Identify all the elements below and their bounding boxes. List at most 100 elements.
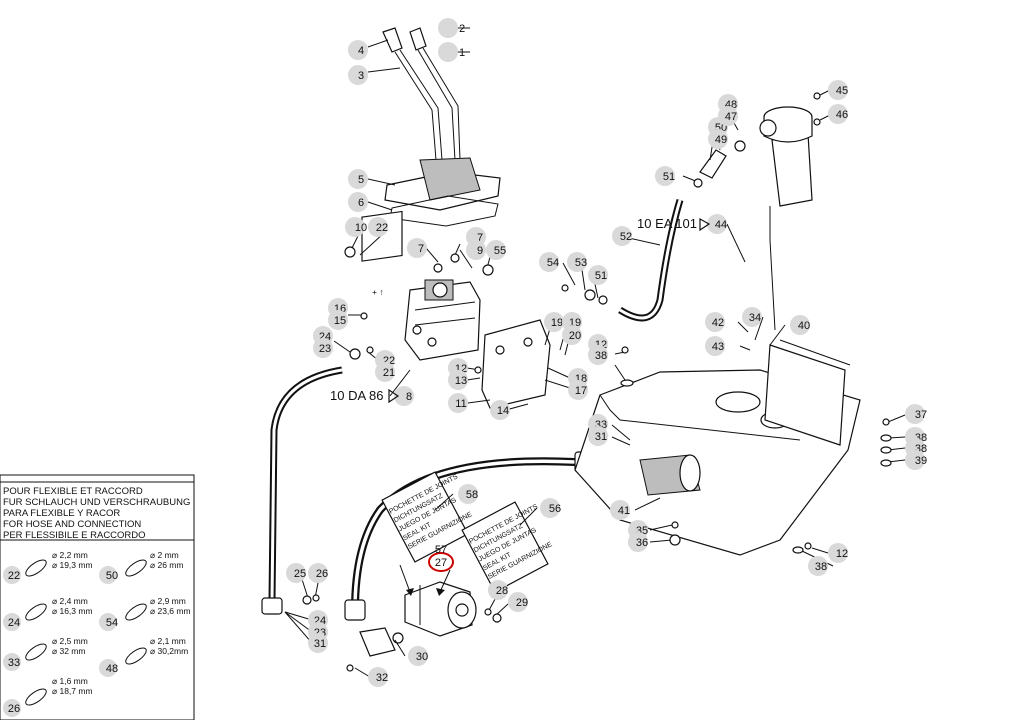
- callout-11: 11: [448, 393, 468, 413]
- svg-text:1: 1: [459, 47, 465, 59]
- callout-21: 21: [375, 362, 395, 382]
- svg-text:19: 19: [551, 317, 563, 329]
- legend-item-22: 22 ⌀ 2,2 mm ⌀ 19,3 mm: [3, 550, 93, 584]
- callout-39: 39: [905, 450, 927, 470]
- svg-text:15: 15: [334, 315, 346, 327]
- callout-41: 41: [610, 500, 630, 520]
- svg-text:⌀ 26 mm: ⌀ 26 mm: [150, 560, 183, 570]
- svg-text:7: 7: [418, 243, 424, 255]
- legend-item-48: 48 ⌀ 2,1 mm ⌀ 30,2mm: [99, 636, 188, 677]
- svg-text:17: 17: [575, 385, 587, 397]
- svg-text:34: 34: [749, 312, 761, 324]
- svg-text:53: 53: [575, 257, 587, 269]
- svg-text:13: 13: [455, 375, 467, 387]
- callout-51b: 51: [655, 166, 675, 186]
- svg-text:51: 51: [663, 171, 675, 183]
- callout-5: 5: [348, 169, 368, 189]
- svg-text:27: 27: [435, 557, 447, 569]
- legend-item-50: 50 ⌀ 2 mm ⌀ 26 mm: [99, 550, 183, 584]
- callout-26: 26: [308, 563, 328, 583]
- svg-text:57: 57: [435, 544, 447, 556]
- callout-57: 57: [435, 544, 447, 556]
- svg-text:14: 14: [497, 405, 509, 417]
- svg-text:⌀ 23,6 mm: ⌀ 23,6 mm: [150, 606, 191, 616]
- callout-20: 20: [562, 325, 582, 345]
- callout-3: 3: [348, 65, 368, 85]
- callout-2: 2: [438, 18, 465, 38]
- legend-item-54: 54 ⌀ 2,9 mm ⌀ 23,6 mm: [99, 596, 191, 631]
- callout-15: 15: [328, 310, 348, 330]
- svg-text:26: 26: [8, 703, 20, 715]
- callout-10: 10: [345, 217, 367, 237]
- return-filter: [759, 106, 813, 331]
- callout-44: 44: [707, 214, 727, 234]
- callout-7a: 7: [407, 238, 427, 258]
- svg-text:29: 29: [516, 597, 528, 609]
- legend-title-1: FUR SCHLAUCH UND VERSCHRAUBUNG: [3, 497, 190, 508]
- svg-text:36: 36: [636, 537, 648, 549]
- ref-da86: 10 DA 86: [330, 388, 400, 404]
- callout-31b: 31: [308, 633, 328, 653]
- svg-text:⌀ 2,4 mm: ⌀ 2,4 mm: [52, 596, 88, 606]
- legend-item-24: 24 ⌀ 2,4 mm ⌀ 16,3 mm: [3, 596, 93, 631]
- svg-text:2: 2: [459, 23, 465, 35]
- svg-text:⌀ 18,7 mm: ⌀ 18,7 mm: [52, 686, 93, 696]
- svg-text:3: 3: [358, 70, 364, 82]
- svg-text:32: 32: [376, 672, 388, 684]
- svg-text:10 DA 86: 10 DA 86: [330, 388, 384, 403]
- callout-4: 4: [348, 40, 368, 60]
- svg-text:⌀ 2,9 mm: ⌀ 2,9 mm: [150, 596, 186, 606]
- svg-text:11: 11: [455, 398, 466, 410]
- callout-32: 32: [368, 667, 388, 687]
- callout-22: 22: [368, 217, 388, 237]
- callout-49: 49: [708, 129, 728, 149]
- svg-text:54: 54: [106, 617, 118, 629]
- hoses: [261, 198, 684, 621]
- callout-52: 52: [612, 226, 632, 246]
- callout-23: 23: [313, 338, 333, 358]
- svg-text:10: 10: [355, 222, 367, 234]
- callout-27: 27: [435, 557, 447, 569]
- svg-text:+ ↑: + ↑: [372, 287, 384, 297]
- arrows: [399, 564, 451, 596]
- svg-text:⌀ 2,1 mm: ⌀ 2,1 mm: [150, 636, 186, 646]
- svg-text:56: 56: [549, 503, 561, 515]
- svg-text:55: 55: [494, 245, 506, 257]
- callout-38a: 38: [588, 345, 608, 365]
- svg-text:22: 22: [8, 570, 20, 582]
- callout-38d: 38: [808, 556, 828, 576]
- callout-14: 14: [490, 400, 510, 420]
- hydraulic-tank: [574, 339, 861, 556]
- callout-46: 46: [828, 104, 848, 124]
- svg-text:7: 7: [477, 232, 483, 244]
- svg-text:45: 45: [836, 85, 848, 97]
- legend-item-26: 26 ⌀ 1,6 mm ⌀ 18,7 mm: [3, 676, 93, 717]
- svg-text:46: 46: [836, 109, 848, 121]
- svg-text:28: 28: [496, 585, 508, 597]
- callout-56: 56: [540, 498, 561, 518]
- svg-text:38: 38: [815, 561, 827, 573]
- svg-text:26: 26: [316, 568, 328, 580]
- hydraulic-pump: [404, 581, 477, 637]
- callout-43: 43: [705, 336, 725, 356]
- svg-text:⌀ 1,6 mm: ⌀ 1,6 mm: [52, 676, 88, 686]
- svg-text:40: 40: [798, 320, 810, 332]
- callout-29: 29: [508, 592, 528, 612]
- legend-title-2: PARA FLEXIBLE Y RACOR: [3, 508, 120, 519]
- svg-text:31: 31: [595, 431, 607, 443]
- svg-text:51: 51: [595, 270, 607, 282]
- legend-item-33: 33 ⌀ 2,5 mm ⌀ 32 mm: [3, 636, 88, 671]
- svg-text:38: 38: [595, 350, 607, 362]
- svg-text:5: 5: [358, 174, 364, 186]
- callout-12c: 12: [828, 543, 848, 563]
- legend-title-0: POUR FLEXIBLE ET RACCORD: [3, 486, 143, 497]
- legend-title-4: PER FLESSIBILE E RACCORDO: [3, 530, 146, 541]
- svg-text:33: 33: [8, 657, 20, 669]
- svg-text:4: 4: [358, 45, 364, 57]
- callouts: 2 1 4 3 5 6 10 22 7 7 9 55 16 15 24 23 2…: [286, 18, 927, 687]
- callout-6: 6: [348, 192, 368, 212]
- callout-53: 53: [567, 252, 587, 272]
- svg-text:⌀ 19,3 mm: ⌀ 19,3 mm: [52, 560, 93, 570]
- svg-text:⌀ 2,5 mm: ⌀ 2,5 mm: [52, 636, 88, 646]
